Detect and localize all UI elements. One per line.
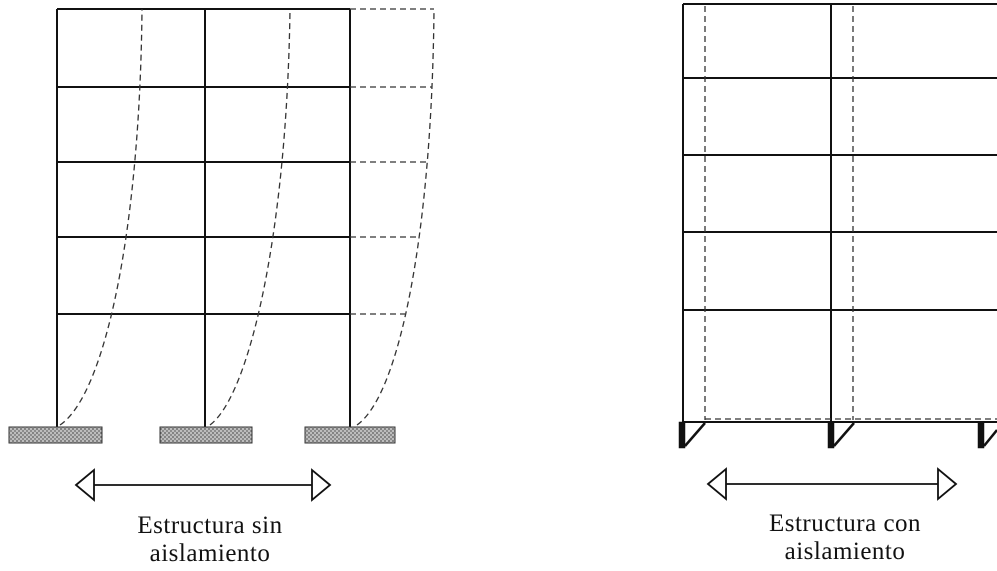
left-deformed-column-3 <box>356 8 435 426</box>
isolator-icon <box>977 421 997 449</box>
right-caption-line-1: Estructura con <box>768 510 922 537</box>
isolator-icon <box>678 421 706 449</box>
left-caption: Estructura sin aislamiento <box>110 512 310 568</box>
foundation-block-icon <box>8 426 103 444</box>
foundation-block-icon <box>159 426 253 444</box>
fixed-base-deformed-shape <box>59 8 435 426</box>
left-deformed-column-1 <box>59 8 143 426</box>
isolated-base-frame <box>682 3 997 425</box>
isolated-base-deformed-shape <box>704 6 997 420</box>
right-caption: Estructura con aislamiento <box>730 510 960 566</box>
right-caption-line-2: aislamiento <box>784 538 906 565</box>
double-arrow-icon <box>74 468 332 502</box>
foundation-block-icon <box>304 426 396 444</box>
left-deformed-column-2 <box>209 8 291 426</box>
fixed-base-frame <box>56 8 351 427</box>
double-arrow-icon <box>706 467 958 501</box>
left-caption-line-1: Estructura sin <box>137 512 283 539</box>
isolators <box>678 421 997 449</box>
left-caption-line-2: aislamiento <box>149 540 271 567</box>
fixed-base-foundations <box>8 426 396 444</box>
isolator-icon <box>827 421 855 449</box>
